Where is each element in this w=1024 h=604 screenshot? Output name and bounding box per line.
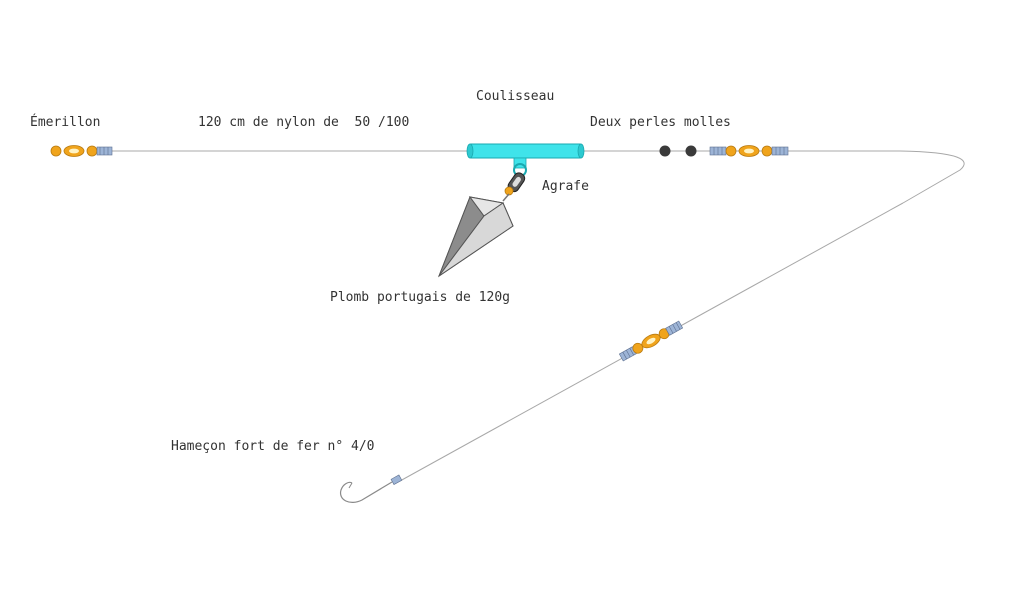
- sinker: [437, 195, 514, 278]
- clip-label: Agrafe: [542, 179, 589, 194]
- leader-swivel: [618, 320, 684, 362]
- slider-label: Coulisseau: [476, 89, 555, 104]
- slider-tube: [466, 143, 585, 177]
- nylon-label: 120 cm de nylon de 50 /100: [198, 115, 410, 130]
- sinker-label: Plomb portugais de 120g: [330, 290, 511, 305]
- swivel-label: Émerillon: [30, 115, 101, 130]
- right-swivel: [709, 145, 789, 157]
- soft-beads: [659, 145, 697, 157]
- line-bend: [899, 150, 965, 204]
- hook-label: Hameçon fort de fer n° 4/0: [171, 439, 375, 454]
- clip: [502, 172, 526, 202]
- beads-label: Deux perles molles: [590, 115, 731, 130]
- hook: [339, 474, 403, 503]
- left-swivel: [50, 145, 113, 157]
